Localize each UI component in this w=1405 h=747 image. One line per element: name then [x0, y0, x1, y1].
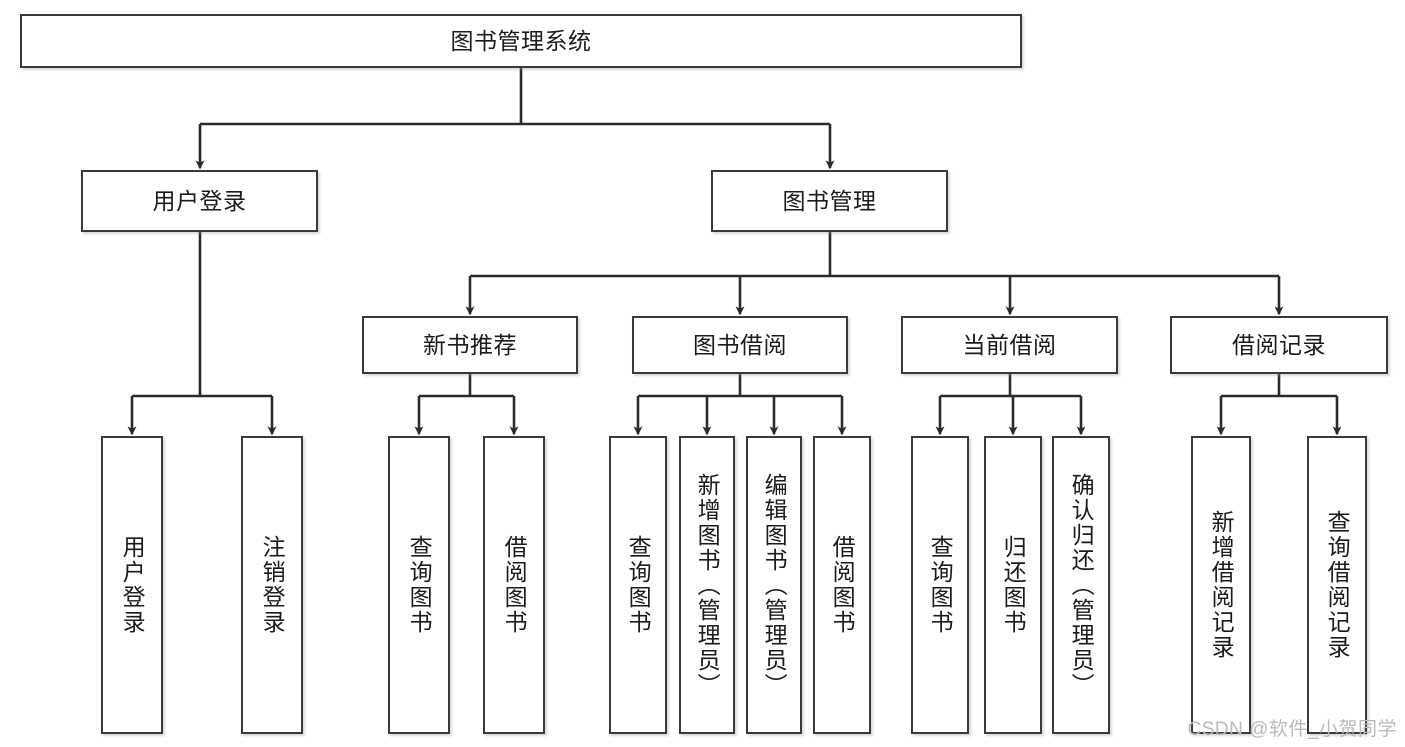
leaf-query-book-current[interactable]: 查询图书: [911, 436, 969, 734]
node-user-login[interactable]: 用户登录: [81, 170, 318, 232]
watermark: CSDN @软件_小贺同学: [1187, 719, 1397, 740]
node-label: 查询借阅记录: [1324, 510, 1351, 660]
node-label: 编辑图书（管理员）: [761, 472, 788, 698]
node-label: 借阅记录: [1232, 331, 1326, 358]
node-label: 查询图书: [927, 535, 954, 635]
node-label: 新书推荐: [423, 331, 517, 358]
node-label: 用户登录: [119, 535, 146, 635]
leaf-borrow-book-recommend[interactable]: 借阅图书: [483, 436, 545, 734]
leaf-return-book[interactable]: 归还图书: [984, 436, 1042, 734]
node-new-book-recommend[interactable]: 新书推荐: [362, 316, 578, 374]
node-label: 新增借阅记录: [1208, 510, 1235, 660]
node-borrow-record[interactable]: 借阅记录: [1170, 316, 1388, 374]
node-label: 图书管理: [782, 187, 877, 214]
node-root[interactable]: 图书管理系统: [20, 14, 1022, 68]
leaf-query-book-recommend[interactable]: 查询图书: [388, 436, 450, 734]
node-current-borrow[interactable]: 当前借阅: [901, 316, 1118, 374]
node-label: 借阅图书: [501, 535, 528, 635]
leaf-confirm-return-admin[interactable]: 确认归还（管理员）: [1052, 436, 1110, 734]
node-book-borrow[interactable]: 图书借阅: [632, 316, 848, 374]
node-label: 用户登录: [152, 187, 247, 214]
node-label: 图书借阅: [693, 331, 787, 358]
node-label: 借阅图书: [829, 535, 856, 635]
node-label: 当前借阅: [962, 331, 1057, 358]
node-label: 图书管理系统: [450, 27, 592, 54]
node-label: 查询图书: [625, 535, 652, 635]
node-label: 确认归还（管理员）: [1068, 472, 1095, 698]
leaf-query-borrow-record[interactable]: 查询借阅记录: [1307, 436, 1367, 734]
leaf-borrow-book[interactable]: 借阅图书: [813, 436, 871, 734]
leaf-edit-book-admin[interactable]: 编辑图书（管理员）: [746, 436, 802, 734]
leaf-add-book-admin[interactable]: 新增图书（管理员）: [679, 436, 735, 734]
node-label: 归还图书: [1000, 535, 1027, 635]
leaf-logout[interactable]: 注销登录: [241, 436, 303, 734]
node-label: 注销登录: [259, 535, 286, 635]
node-book-management[interactable]: 图书管理: [711, 170, 948, 232]
leaf-query-book-borrow[interactable]: 查询图书: [609, 436, 667, 734]
leaf-user-login[interactable]: 用户登录: [101, 436, 163, 734]
node-label: 新增图书（管理员）: [694, 472, 721, 698]
node-label: 查询图书: [406, 535, 433, 635]
leaf-add-borrow-record[interactable]: 新增借阅记录: [1191, 436, 1251, 734]
